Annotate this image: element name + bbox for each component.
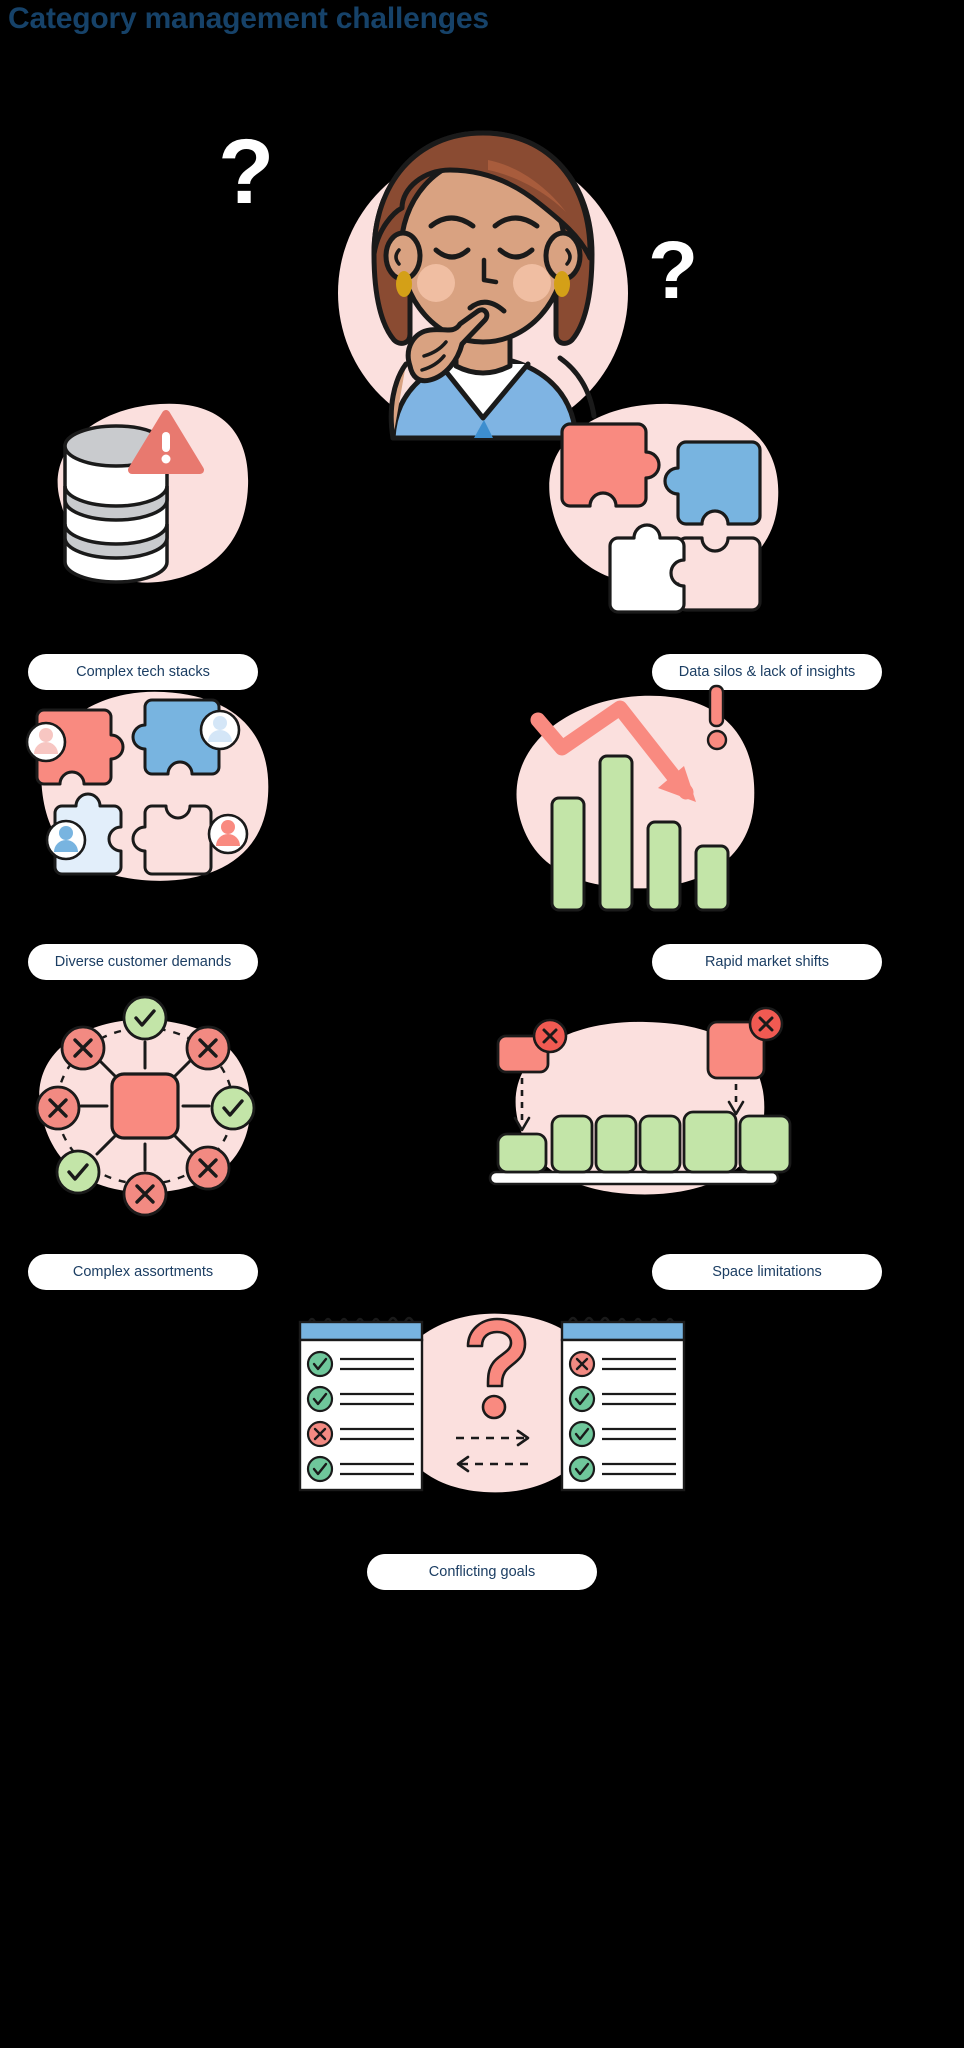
label-pill-diverse-customer-demands[interactable]: Diverse customer demands [28, 944, 258, 980]
node-x-bottom [122, 1171, 168, 1217]
puzzle-people-icon [0, 680, 420, 910]
hero-hair-highlight [488, 160, 566, 212]
pill-text: Complex tech stacks [76, 664, 210, 680]
hero-brow-right [492, 215, 540, 229]
shelf-box-2 [550, 1114, 594, 1174]
notepad-header-left [298, 1320, 424, 1342]
puzzle-pieces-icon [490, 390, 910, 620]
bar-4 [694, 844, 730, 912]
hero-cheek-right [513, 264, 551, 302]
challenge-complex-tech-stacks: Complex tech stacks [0, 390, 420, 690]
down-arrow-icon [530, 700, 694, 800]
hero-collar [437, 361, 531, 421]
dashed-arrow-left [456, 1455, 528, 1473]
avatar-badge-pink [25, 721, 67, 763]
challenge-complex-assortments: Complex assortments [0, 990, 420, 1290]
checklist-right [560, 1316, 686, 1492]
database-cylinder [63, 424, 169, 584]
avatar-badge-lightblue [199, 709, 241, 751]
question-mark-left: ? [218, 121, 274, 223]
pill-text: Rapid market shifts [704, 954, 830, 970]
hero-cheek-left [417, 264, 455, 302]
hero-earring-left [396, 271, 412, 297]
puzzle-piece-blue [663, 440, 762, 526]
challenge-data-silos: Data silos & lack of insights [490, 390, 910, 690]
pill-text: Data silos & lack of insights [678, 664, 856, 680]
puzzle-piece-red [560, 422, 661, 508]
radial-nodes-icon [0, 990, 420, 1220]
shelf-box-3 [594, 1114, 638, 1174]
question-mark-icon [466, 1317, 527, 1420]
hero-shirt-detail [474, 420, 493, 438]
shelf-box-1 [496, 1132, 548, 1174]
shelf-box-6 [738, 1114, 792, 1174]
checklist-right-rows [568, 1350, 676, 1483]
database-warning-icon [0, 390, 420, 620]
pill-text: Space limitations [712, 1264, 822, 1280]
notepad-header-right [560, 1320, 686, 1342]
challenge-rapid-market-shifts: Rapid market shifts [490, 680, 910, 980]
hero-nose [481, 257, 499, 285]
hero-eye-left [433, 247, 471, 260]
node-check-bottomleft [55, 1149, 101, 1195]
puzzle-piece-blue [131, 698, 221, 776]
down-arrow-head [658, 766, 696, 802]
node-x-left [35, 1085, 81, 1131]
center-node [110, 1072, 180, 1140]
challenge-diverse-customer-demands: Diverse customer demands [0, 680, 420, 980]
puzzle-piece-white [608, 523, 686, 614]
spokes [79, 1040, 211, 1172]
shelf-board [488, 1170, 780, 1186]
label-pill-data-silos[interactable]: Data silos & lack of insights [652, 654, 882, 690]
pill-text: Diverse customer demands [54, 954, 232, 970]
challenge-space-limitations: Space limitations [488, 990, 910, 1290]
hero-brow-left [428, 215, 476, 229]
checklist-left-rows [306, 1350, 414, 1483]
reject-x-icon-left [532, 1018, 568, 1054]
shelf-box-5 [682, 1110, 738, 1174]
label-pill-complex-tech-stacks[interactable]: Complex tech stacks [28, 654, 258, 690]
hero-mouth [467, 299, 507, 314]
dashed-arrow-right [456, 1429, 530, 1447]
two-checklists-icon [272, 1290, 692, 1520]
label-pill-space-limitations[interactable]: Space limitations [652, 1254, 882, 1290]
avatar-badge-blue [45, 819, 87, 861]
node-x-bottomright [185, 1145, 231, 1191]
bar-1 [550, 796, 586, 912]
node-x-topleft [60, 1025, 106, 1071]
warning-triangle-icon [128, 410, 204, 474]
node-check-right [210, 1085, 256, 1131]
hero-illustration: ? ? [188, 108, 778, 441]
bar-2 [598, 754, 634, 912]
bar-3 [646, 820, 682, 912]
shelf-boxes-icon [488, 990, 910, 1220]
hero-hand [405, 307, 490, 384]
label-pill-conflicting-goals[interactable]: Conflicting goals [367, 1554, 597, 1590]
svg-text:?: ? [218, 121, 274, 223]
declining-chart-icon [490, 680, 910, 912]
puzzle-piece-palepink [131, 804, 213, 876]
shelf-box-4 [638, 1114, 682, 1174]
node-check-top [122, 995, 168, 1041]
pill-text: Conflicting goals [428, 1564, 536, 1580]
svg-text:?: ? [648, 225, 698, 316]
node-x-topright [185, 1025, 231, 1071]
checklist-left [298, 1316, 424, 1492]
question-mark-right: ? [648, 225, 698, 316]
hero-earring-right [554, 271, 570, 297]
exclamation-icon [706, 684, 728, 751]
avatar-badge-coral [207, 813, 249, 855]
hero-hair-front [371, 130, 593, 261]
rejected-box-right [706, 1020, 766, 1080]
hero-eye-right [497, 247, 535, 260]
label-pill-complex-assortments[interactable]: Complex assortments [28, 1254, 258, 1290]
challenge-conflicting-goals: Conflicting goals [272, 1290, 692, 1590]
reject-x-icon-right [748, 1006, 784, 1042]
label-pill-rapid-market-shifts[interactable]: Rapid market shifts [652, 944, 882, 980]
page-title: Category management challenges [8, 2, 489, 35]
hero-arm [388, 361, 409, 441]
pill-text: Complex assortments [72, 1264, 214, 1280]
